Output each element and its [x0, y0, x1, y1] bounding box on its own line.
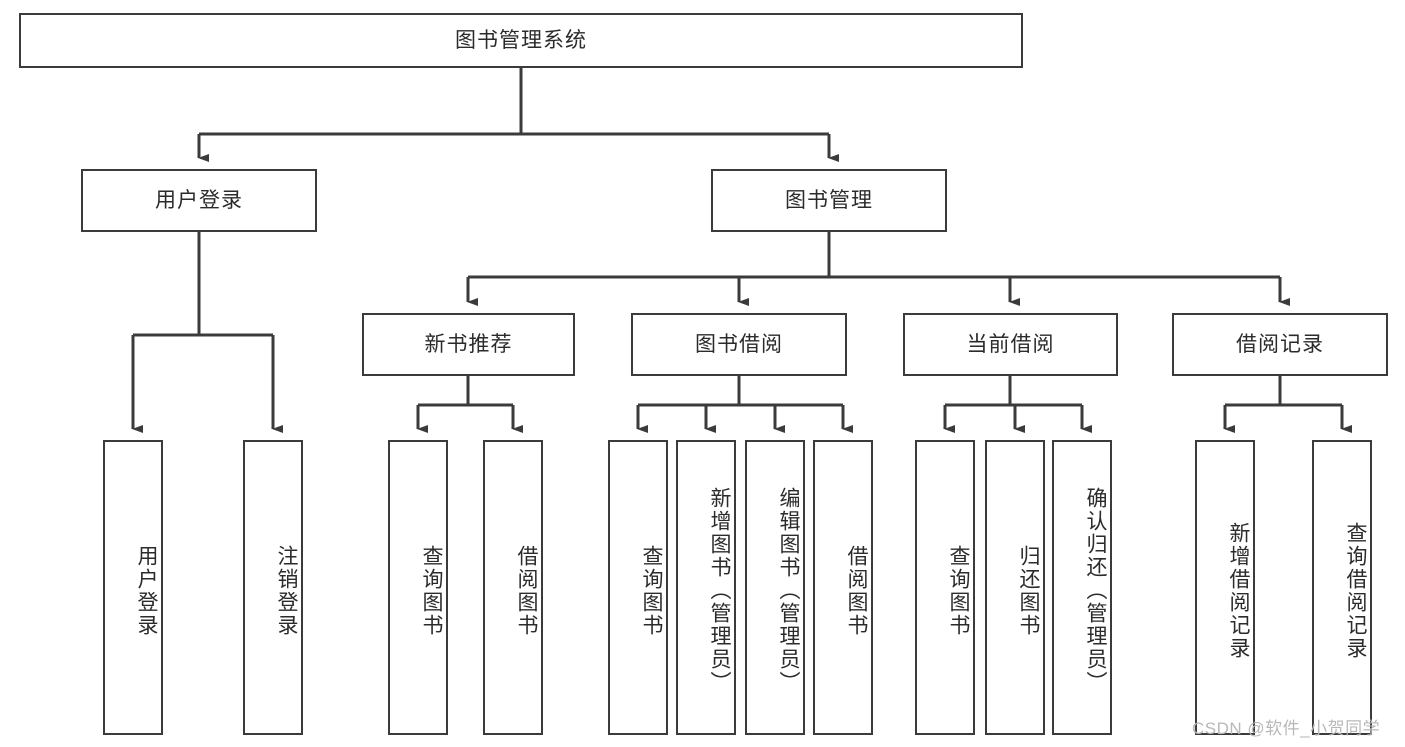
node-leaf-query-book-1-label: 查询图书: [420, 544, 443, 637]
node-user-login[interactable]: 用户登录: [81, 169, 317, 232]
node-leaf-borrow-book-2-label: 借阅图书: [845, 544, 868, 637]
node-leaf-return-book[interactable]: 归还图书: [985, 440, 1045, 735]
node-book-borrow-label: 图书借阅: [695, 332, 783, 356]
node-book-borrow[interactable]: 图书借阅: [631, 313, 847, 376]
node-leaf-add-borrow-record[interactable]: 新增借阅记录: [1195, 440, 1255, 735]
node-leaf-confirm-return-label: 确认归还（管理员）: [1084, 487, 1107, 694]
node-leaf-return-book-label: 归还图书: [1017, 544, 1040, 637]
node-leaf-query-book-2[interactable]: 查询图书: [608, 440, 668, 735]
node-current-borrow[interactable]: 当前借阅: [903, 313, 1118, 376]
node-leaf-borrow-book-1[interactable]: 借阅图书: [483, 440, 543, 735]
node-borrow-record[interactable]: 借阅记录: [1172, 313, 1388, 376]
node-root-label: 图书管理系统: [455, 28, 587, 52]
node-leaf-edit-book[interactable]: 编辑图书（管理员）: [745, 440, 805, 735]
node-leaf-add-book-label: 新增图书（管理员）: [708, 487, 731, 694]
node-new-book-recommend[interactable]: 新书推荐: [362, 313, 575, 376]
node-leaf-confirm-return[interactable]: 确认归还（管理员）: [1052, 440, 1112, 735]
node-borrow-record-label: 借阅记录: [1236, 332, 1324, 356]
node-root[interactable]: 图书管理系统: [19, 13, 1023, 68]
node-leaf-query-borrow-record[interactable]: 查询借阅记录: [1312, 440, 1372, 735]
node-user-login-label: 用户登录: [155, 188, 243, 212]
node-leaf-user-login-label: 用户登录: [135, 544, 158, 637]
node-current-borrow-label: 当前借阅: [966, 332, 1055, 356]
node-leaf-logout-login[interactable]: 注销登录: [243, 440, 303, 735]
node-leaf-add-book[interactable]: 新增图书（管理员）: [676, 440, 736, 735]
node-leaf-query-book-1[interactable]: 查询图书: [388, 440, 448, 735]
node-book-manage[interactable]: 图书管理: [711, 169, 947, 232]
node-leaf-edit-book-label: 编辑图书（管理员）: [777, 487, 800, 694]
node-leaf-logout-login-label: 注销登录: [275, 544, 298, 637]
node-leaf-query-book-2-label: 查询图书: [640, 544, 663, 637]
node-new-book-recommend-label: 新书推荐: [424, 332, 513, 356]
node-leaf-borrow-book-2[interactable]: 借阅图书: [813, 440, 873, 735]
node-leaf-borrow-book-1-label: 借阅图书: [515, 544, 538, 637]
node-leaf-query-book-3-label: 查询图书: [947, 544, 970, 637]
node-leaf-add-borrow-record-label: 新增借阅记录: [1227, 521, 1250, 660]
node-book-manage-label: 图书管理: [785, 188, 873, 212]
node-leaf-query-borrow-record-label: 查询借阅记录: [1344, 521, 1367, 660]
node-leaf-query-book-3[interactable]: 查询图书: [915, 440, 975, 735]
node-leaf-user-login[interactable]: 用户登录: [103, 440, 163, 735]
